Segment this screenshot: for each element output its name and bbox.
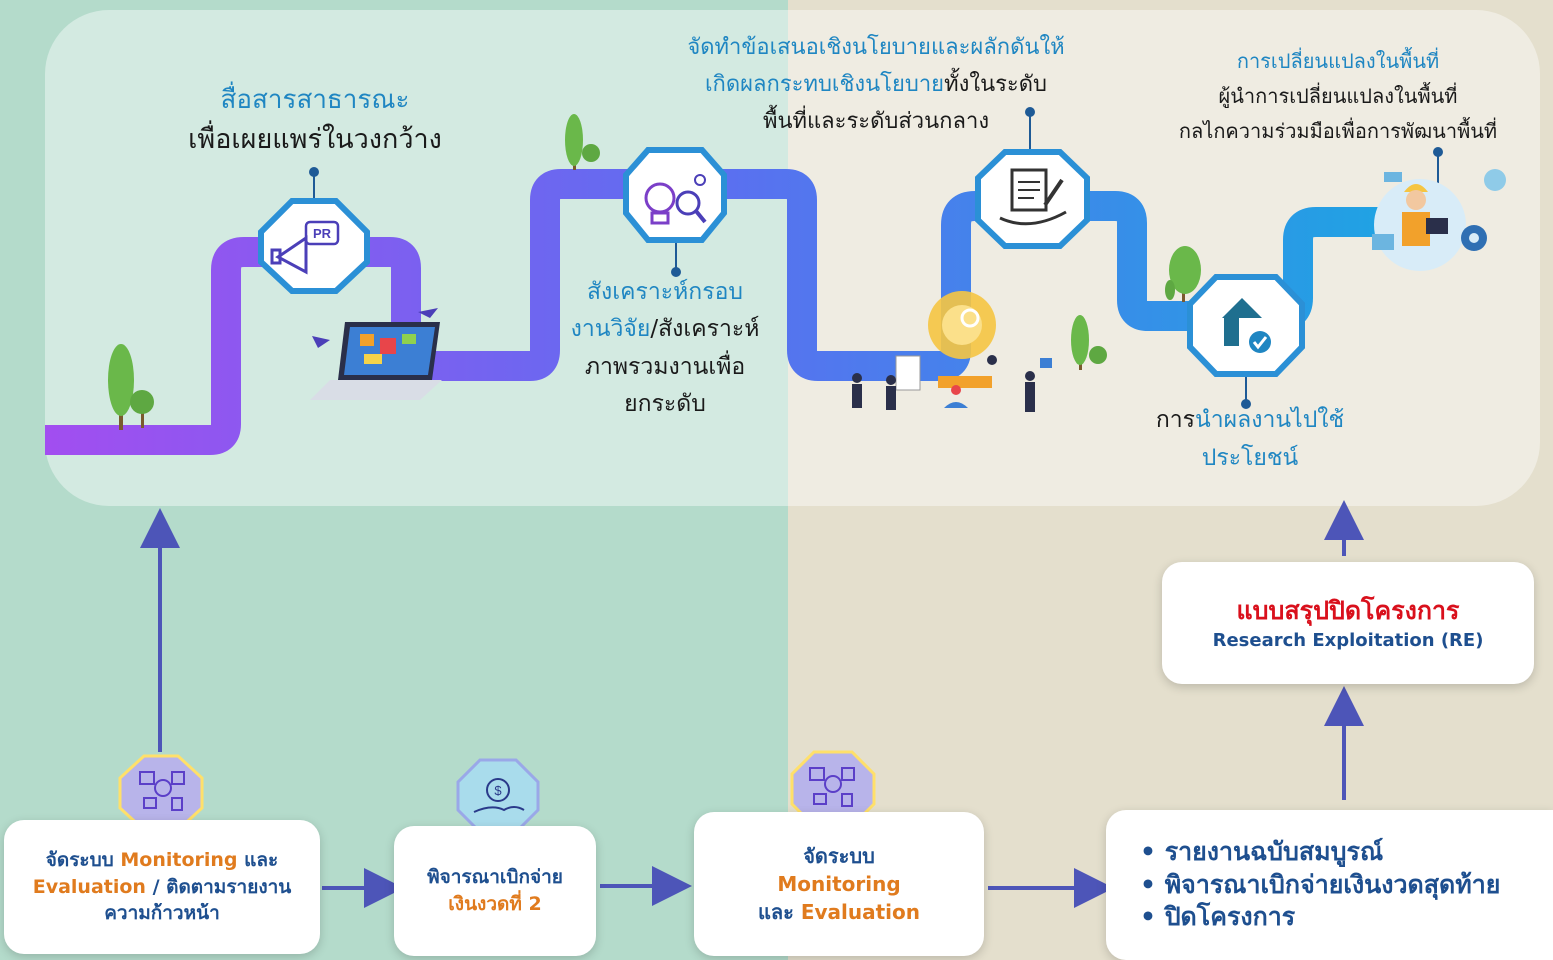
final-list: รายงานฉบับสมบูรณ์ พิจารณาเบิกจ่ายเงินงวด…: [1140, 836, 1501, 934]
area-change-title: การเปลี่ยนแปลงในพื้นที่: [1236, 49, 1440, 73]
mon1-pre: จัดระบบ: [45, 849, 114, 872]
area-change-label: การเปลี่ยนแปลงในพื้นที่ ผู้นำการเปลี่ยนแ…: [1140, 44, 1536, 149]
money-hand-icon: $: [456, 758, 540, 834]
final-item: ปิดโครงการ: [1140, 901, 1500, 934]
mon2-line1: จัดระบบ: [803, 844, 875, 868]
tree-icon: [1165, 246, 1201, 302]
disburse-box: พิจารณาเบิกจ่าย เงินงวดที่ 2: [394, 826, 596, 956]
svg-text:$: $: [494, 783, 502, 798]
monitoring-box-2-line3: และ Evaluation: [758, 898, 920, 926]
mon1-line3: ความก้าวหน้า: [104, 902, 220, 925]
utilization-label: การนำผลงานไปใช้ ประโยชน์: [1130, 402, 1370, 478]
tree-icon: [565, 114, 600, 170]
final-box: รายงานฉบับสมบูรณ์ พิจารณาเบิกจ่ายเงินงวด…: [1106, 810, 1553, 960]
monitoring-box-1-line1: จัดระบบ Monitoring และ: [46, 847, 279, 874]
mon1-post: / ติดตามรายงาน: [145, 875, 292, 898]
utilization-blue1: นำผลงานไปใช้: [1195, 407, 1345, 433]
policy-line3: พื้นที่และระดับส่วนกลาง: [762, 108, 990, 134]
monitoring-box-2: จัดระบบ Monitoring และ Evaluation: [694, 812, 984, 956]
policy-line2-blue: เกิดผลกระทบเชิงนโยบาย: [705, 71, 945, 97]
mon1-orange2: Evaluation: [32, 875, 146, 898]
public-comm-title: สื่อสารสาธารณะ: [220, 85, 410, 115]
roadmap-road: [45, 169, 1390, 455]
synthesis-line4: ยกระดับ: [624, 390, 706, 417]
policy-line1: จัดทำข้อเสนอเชิงนโยบายและผลักดันให้: [687, 35, 1065, 60]
utilization-black: การ: [1155, 407, 1196, 433]
final-item: รายงานฉบับสมบูรณ์: [1140, 836, 1500, 869]
public-comm-subtitle: เพื่อเผยแพร่ในวงกว้าง: [188, 123, 442, 155]
svg-text:PR: PR: [313, 226, 332, 241]
laptop-illustration: [310, 308, 442, 400]
area-change-line2: กลไกความร่วมมือเพื่อการพัฒนาพื้นที่: [1178, 119, 1498, 143]
document-handshake-icon: [975, 149, 1090, 249]
background-right: [788, 0, 1553, 960]
house-check-icon: [1187, 274, 1305, 377]
public-comm-label: สื่อสารสาธารณะ เพื่อเผยแพร่ในวงกว้าง: [160, 82, 470, 159]
synthesis-line3: ภาพรวมงานเพื่อ: [584, 353, 746, 380]
bulb-analysis-icon: [623, 147, 727, 243]
monitoring-icon: [118, 754, 204, 832]
monitoring-box-1-line2: Evaluation / ติดตามรายงาน: [33, 874, 292, 901]
disburse-line1: พิจารณาเบิกจ่าย: [427, 866, 563, 889]
final-item: พิจารณาเบิกจ่ายเงินงวดสุดท้าย: [1140, 869, 1501, 902]
monitoring-box-1: จัดระบบ Monitoring และ Evaluation / ติดต…: [4, 820, 320, 954]
monitoring-icon: [790, 750, 876, 828]
tree-icon: [108, 344, 154, 430]
disburse-line2: เงินงวดที่ 2: [448, 893, 542, 915]
mon2-line3-orange: Evaluation: [800, 900, 921, 924]
mon2-line2: Monitoring: [777, 872, 901, 896]
team-meeting-illustration: [852, 291, 1052, 412]
megaphone-pr-icon: PR: [258, 198, 370, 294]
synthesis-line2-black: /สังเคราะห์: [650, 316, 760, 343]
utilization-blue2: ประโยชน์: [1201, 444, 1299, 471]
policy-line2-black: ทั้งในระดับ: [944, 71, 1047, 97]
synthesis-line2-blue: งานวิจัย: [570, 316, 651, 343]
re-title: แบบสรุปปิดโครงการ: [1236, 595, 1460, 625]
engineer-illustration: [1372, 169, 1506, 271]
synthesis-label: สังเคราะห์กรอบ งานวิจัย/สังเคราะห์ ภาพรว…: [540, 274, 790, 423]
re-subtitle: Research Exploitation (RE): [1212, 629, 1484, 651]
area-change-line1: ผู้นำการเปลี่ยนแปลงในพื้นที่: [1218, 84, 1458, 108]
mon1-mid: และ: [244, 849, 279, 872]
mon2-line3-pre: และ: [757, 900, 794, 924]
synthesis-line1: สังเคราะห์กรอบ: [587, 279, 743, 305]
policy-label: จัดทำข้อเสนอเชิงนโยบายและผลักดันให้ เกิด…: [656, 30, 1096, 141]
mon1-orange1: Monitoring: [120, 849, 238, 872]
tree-icon: [1071, 315, 1107, 370]
re-box: แบบสรุปปิดโครงการ Research Exploitation …: [1162, 562, 1534, 684]
